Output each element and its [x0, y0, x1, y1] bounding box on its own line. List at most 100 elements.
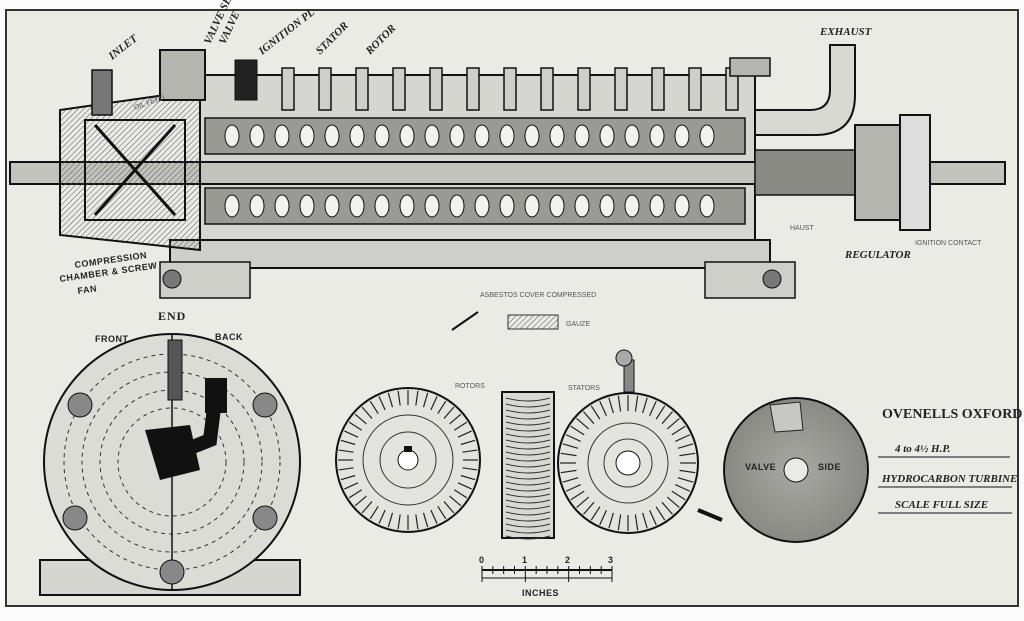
disc-slot: [344, 482, 359, 490]
disc-slot: [562, 477, 579, 483]
disc-slot: [422, 392, 429, 408]
disc-slot: [457, 430, 472, 438]
scale-bar: 0 1 2 3: [479, 555, 614, 582]
blade-curve: [505, 481, 551, 486]
disc-slot: [422, 512, 429, 528]
label-stators: STATORS: [568, 385, 600, 392]
disc-slot: [583, 501, 595, 515]
stator-rib: [577, 67, 591, 111]
blade-opening: [474, 194, 490, 218]
blade-curve: [505, 535, 551, 540]
disc-slot: [443, 501, 455, 514]
blade-opening: [299, 194, 315, 218]
disc-slot: [369, 400, 379, 415]
blade-opening: [224, 124, 240, 148]
disc-slot: [449, 413, 462, 425]
disc-slot: [462, 467, 478, 471]
blade-opening: [274, 124, 290, 148]
label-exhaust-side: HAUST: [790, 225, 814, 232]
scale-tick-3: 3: [608, 555, 614, 565]
exhaust-pipe: [754, 44, 856, 136]
blade-opening: [699, 124, 715, 148]
disc-slot: [462, 449, 478, 453]
disc-slot: [430, 396, 438, 411]
blade-opening: [574, 124, 590, 148]
stator-rib: [355, 67, 369, 111]
disc-slot: [590, 506, 601, 521]
regulator-bearing: [854, 124, 901, 221]
disc-slot: [361, 501, 373, 514]
blade-opening: [324, 194, 340, 218]
disc-slot: [666, 418, 680, 430]
disc-slot: [397, 390, 401, 406]
valve-housing: [159, 49, 206, 101]
blade-opening: [624, 194, 640, 218]
disc-slot: [430, 509, 438, 524]
blade-opening: [424, 194, 440, 218]
disc-slot: [378, 509, 386, 524]
disc-slot: [617, 395, 622, 412]
blade-opening: [349, 124, 365, 148]
rotor-blades: [224, 124, 715, 218]
label-exhaust-top: EXHAUST: [819, 26, 873, 38]
disc-slot: [634, 395, 639, 412]
blade-curve: [505, 421, 551, 426]
label-inches: INCHES: [522, 588, 559, 598]
stator-rib: [392, 67, 406, 111]
disc-slot: [340, 439, 356, 446]
disc-slot: [460, 474, 476, 481]
disc-slot: [590, 405, 601, 420]
turbine-base: [169, 239, 771, 269]
scale-tick-2: 2: [565, 555, 571, 565]
label-front: FRONT: [95, 334, 129, 344]
disc-slot: [387, 392, 394, 408]
disc-slot: [661, 501, 673, 515]
blade-curve: [505, 505, 551, 510]
blade-curve: [505, 451, 551, 456]
blade-opening: [374, 124, 390, 148]
disc-slot: [675, 434, 691, 442]
disc-slot: [387, 512, 394, 528]
stator-rib: [281, 67, 295, 111]
disc-slot: [369, 505, 379, 520]
disc-slot: [344, 430, 359, 438]
disc-slot: [570, 425, 585, 436]
disc-slot: [679, 452, 696, 457]
label-valve-disc: VALVE: [745, 462, 776, 472]
disc-slot: [453, 421, 468, 431]
blade-curve: [505, 529, 551, 534]
blade-opening: [674, 124, 690, 148]
blade-curve: [505, 445, 551, 450]
blade-opening: [549, 194, 565, 218]
disc-slot: [348, 489, 363, 499]
label-ignition-contact: IGNITION CONTACT: [915, 240, 982, 247]
bolt-bottom-right: [252, 505, 278, 531]
label-regulator: REGULATOR: [844, 249, 911, 261]
blade-curve: [505, 493, 551, 498]
disc-slot: [675, 484, 691, 492]
label-compression-3: FAN: [77, 283, 98, 296]
blade-opening: [649, 194, 665, 218]
disc-slot: [449, 495, 462, 507]
disc-slot: [576, 496, 590, 508]
disc-slot: [562, 443, 579, 449]
blade-curve: [505, 499, 551, 504]
disc-slot: [338, 467, 354, 471]
blade-curve: [505, 463, 551, 468]
blade-opening: [699, 194, 715, 218]
disc-slot: [608, 512, 614, 529]
blade-opening: [474, 124, 490, 148]
blade-opening: [249, 124, 265, 148]
blade-opening: [449, 194, 465, 218]
blade-curve: [505, 409, 551, 414]
blade-curve: [505, 475, 551, 480]
stator-rib: [651, 67, 665, 111]
disc-slot: [677, 477, 694, 483]
blade-opening: [324, 124, 340, 148]
disc-slot: [565, 484, 581, 492]
stator-rib: [503, 67, 517, 111]
blade-curve: [505, 517, 551, 522]
blade-opening: [674, 194, 690, 218]
scale-tick-1: 1: [522, 555, 528, 565]
